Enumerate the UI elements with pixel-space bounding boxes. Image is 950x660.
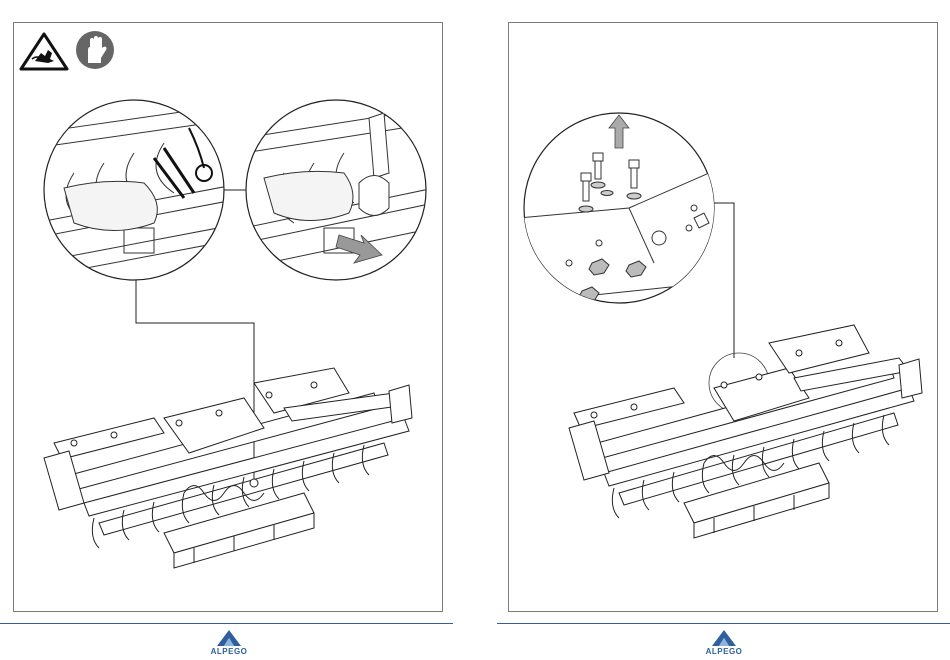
footer-rule-right — [497, 623, 950, 624]
detail-circle-remove-bag — [244, 100, 434, 280]
detail-circle-cut-tie — [34, 100, 244, 280]
alpego-logo-mark-icon — [217, 630, 241, 646]
page-right-illustration-frame — [508, 22, 938, 612]
alpego-logo-right: ALPEGO — [694, 630, 754, 658]
machine-drawing-right — [569, 325, 922, 538]
machine-drawing-left — [44, 368, 412, 568]
alpego-logo-mark-icon — [712, 630, 736, 646]
brand-name: ALPEGO — [199, 647, 259, 656]
right-illustration — [509, 23, 939, 613]
page-left-illustration-frame — [13, 22, 443, 612]
brand-name: ALPEGO — [694, 647, 754, 656]
wear-gloves-icon — [76, 31, 114, 69]
detail-circle-remove-bolts — [519, 113, 729, 303]
footer-rule-left — [0, 623, 453, 624]
hand-entanglement-warning-icon — [21, 34, 67, 69]
left-illustration — [14, 23, 444, 613]
alpego-logo-left: ALPEGO — [199, 630, 259, 658]
